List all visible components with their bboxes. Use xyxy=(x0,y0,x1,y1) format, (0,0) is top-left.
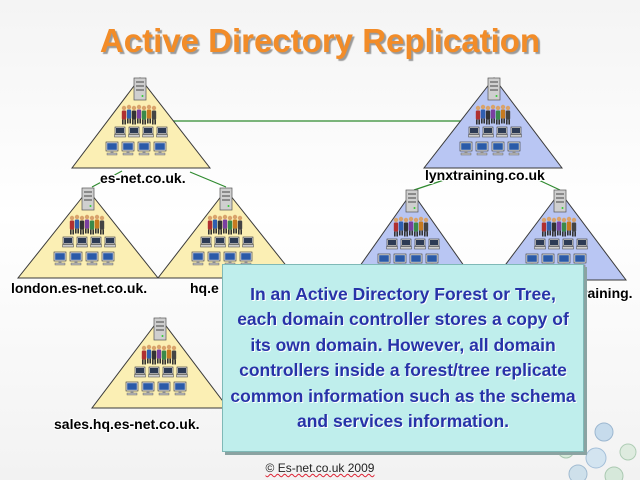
domain-label-sales: sales.hq.es-net.co.uk. xyxy=(54,416,200,432)
trust-link-lynx-child2 xyxy=(529,175,561,191)
copyright-footer: © Es-net.co.uk 2009 xyxy=(0,461,640,475)
decorative-bubbles xyxy=(557,422,637,480)
domain-label-es-net: es-net.co.uk. xyxy=(100,170,186,186)
domain-label-lynxtraining: lynxtraining.co.uk xyxy=(425,167,545,183)
domain-tree-lynxtraining xyxy=(422,77,564,169)
domain-label-hq: hq.e xyxy=(190,280,219,296)
trust-link-es-hq xyxy=(189,171,227,188)
trust-link-lynx-child1 xyxy=(413,175,457,191)
slide-title: Active Directory Replication xyxy=(99,22,541,59)
domain-label-london: london.es-net.co.uk. xyxy=(11,280,148,296)
footer-text: © Es-net.co.uk 2009 xyxy=(265,461,375,475)
domain-tree-es-net xyxy=(70,77,212,169)
trust-link-es-london xyxy=(91,170,123,188)
domain-tree-london xyxy=(16,188,160,279)
domain-tree-sales xyxy=(90,317,230,409)
callout-text: In an Active Directory Forest or Tree, e… xyxy=(230,283,576,432)
domain-label-lynx-child: raining. xyxy=(582,285,633,301)
replication-callout: In an Active Directory Forest or Tree, e… xyxy=(222,264,584,452)
